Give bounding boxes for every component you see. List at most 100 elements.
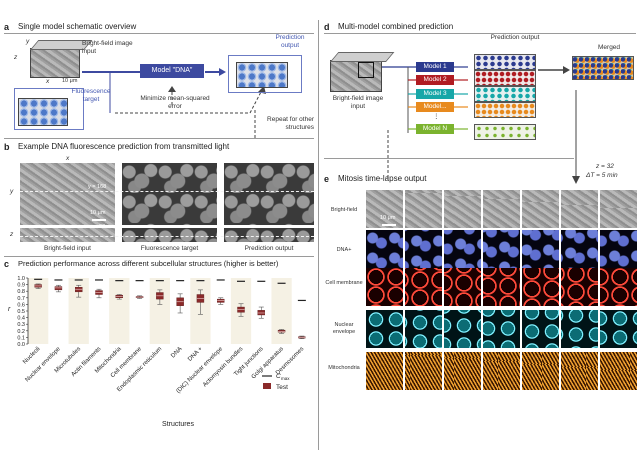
fl-target-volume bbox=[18, 98, 68, 126]
timelapse-tile bbox=[561, 230, 598, 268]
timelapse-tile bbox=[600, 268, 637, 306]
test-box bbox=[54, 286, 63, 291]
y-tick-label: 0.5 bbox=[17, 309, 25, 315]
panel-b-letter: b bbox=[4, 142, 10, 152]
timelapse-tile bbox=[561, 190, 598, 228]
model-2-box: Model 2 bbox=[416, 75, 454, 85]
merged-label: Merged bbox=[598, 44, 621, 51]
merge-arrow bbox=[538, 66, 570, 74]
timelapse-tile bbox=[600, 190, 637, 228]
category-band bbox=[28, 278, 49, 344]
legend-test-label: Test bbox=[276, 384, 288, 391]
row-label-bright-field: Bright-field bbox=[330, 207, 358, 213]
timelapse-tile bbox=[405, 268, 442, 306]
timelapse-tile bbox=[444, 310, 481, 348]
prediction-output-label-a: Prediction output bbox=[275, 34, 305, 49]
timelapse-tile bbox=[366, 310, 403, 348]
timelapse-tile bbox=[444, 352, 481, 390]
caption-bf-input: Bright-field input bbox=[44, 245, 91, 252]
axis-x-label: x bbox=[46, 78, 50, 85]
test-box bbox=[257, 310, 265, 316]
axis-z-label: z bbox=[14, 54, 18, 61]
model-1-box: Model 1 bbox=[416, 62, 454, 72]
category-band bbox=[149, 278, 170, 344]
category-band bbox=[68, 278, 89, 344]
bf-input-label-d: Bright-field image input bbox=[332, 95, 384, 110]
panel-a-letter: a bbox=[4, 22, 10, 32]
y-tick-label: 0.7 bbox=[17, 296, 25, 302]
legend-cmax-subscript: max bbox=[281, 376, 290, 381]
timelapse-tile bbox=[522, 310, 559, 348]
model-fanout-lines bbox=[382, 66, 468, 133]
timelapse-tile bbox=[444, 230, 481, 268]
timelapse-tile bbox=[483, 190, 520, 228]
panel-b-axis-y: y bbox=[10, 188, 14, 195]
repeat-label: Repeat for other structures bbox=[267, 116, 314, 131]
timelapse-tile bbox=[366, 230, 403, 268]
pred-layer-3 bbox=[474, 86, 536, 102]
y-tick-label: 0.0 bbox=[17, 342, 25, 348]
dt-label-d: ΔT = 5 min bbox=[586, 172, 618, 179]
panel-d-title: Multi-model combined prediction bbox=[338, 22, 454, 31]
timelapse-tile bbox=[561, 352, 598, 390]
panel-c-title: Prediction performance across different … bbox=[18, 259, 279, 268]
scale-label-b: 10 μm bbox=[90, 210, 106, 216]
pred-layer-2 bbox=[474, 70, 536, 86]
fl-target-label: Fluorescence target bbox=[71, 88, 111, 103]
model-3-box: Model 3 bbox=[416, 89, 454, 99]
test-box bbox=[277, 329, 286, 333]
z-label-d: z = 32 bbox=[596, 163, 614, 170]
x-axis-label: Structures bbox=[162, 421, 194, 428]
legend-test-swatch bbox=[263, 383, 271, 389]
panel-c-letter: c bbox=[4, 259, 10, 269]
prediction-output-image bbox=[224, 163, 314, 225]
y-slice-label: y = 168 bbox=[88, 184, 107, 190]
timelapse-tile bbox=[405, 310, 442, 348]
category-label: Nuclear envelope bbox=[25, 346, 63, 384]
timelapse-tile bbox=[366, 352, 403, 390]
y-tick-label: 0.6 bbox=[17, 302, 25, 308]
timelapse-tile bbox=[522, 230, 559, 268]
bf-input-volume-d bbox=[330, 60, 382, 92]
timelapse-tile bbox=[405, 190, 442, 228]
timelapse-tile bbox=[522, 352, 559, 390]
legend-cmax-label: C bbox=[276, 373, 281, 380]
fluorescence-target-z-slice bbox=[122, 228, 217, 242]
pred-layer-4 bbox=[474, 102, 536, 118]
model-etc-box: Model... bbox=[416, 102, 454, 112]
caption-fluorescence-target: Fluorescence target bbox=[140, 245, 199, 252]
y-tick-label: 0.4 bbox=[17, 316, 25, 322]
panel-d-letter: d bbox=[324, 22, 330, 32]
y-tick-label: 0.8 bbox=[17, 289, 25, 295]
bf-input-z-slice bbox=[20, 228, 115, 242]
panel-b-axis-x: x bbox=[66, 155, 70, 162]
test-box bbox=[217, 298, 225, 303]
row-label-nuclear-envelope: Nuclear envelope bbox=[332, 322, 356, 335]
timelapse-tile bbox=[366, 190, 403, 228]
bf-input-image bbox=[20, 163, 115, 225]
pred-layer-1 bbox=[474, 54, 536, 70]
axis-y-label: y bbox=[26, 38, 30, 45]
test-box bbox=[75, 287, 83, 293]
performance-box-chart: 0.00.10.20.30.40.50.60.70.80.91.0rNucleo… bbox=[8, 276, 306, 428]
minimize-label: Minimize mean-squared error bbox=[140, 95, 210, 110]
timelapse-tile bbox=[444, 268, 481, 306]
timelapse-tile bbox=[600, 230, 637, 268]
category-label: Nucleoli bbox=[22, 346, 41, 365]
panel-d-dashed-arrows bbox=[387, 90, 580, 184]
timelapse-tile bbox=[600, 310, 637, 348]
y-tick-label: 0.9 bbox=[17, 283, 25, 289]
timelapse-tile bbox=[561, 268, 598, 306]
timelapse-tile bbox=[444, 190, 481, 228]
prediction-output-label-d: Prediction output bbox=[490, 34, 540, 41]
panel-b-axis-z: z bbox=[10, 231, 14, 238]
y-tick-label: 1.0 bbox=[17, 276, 25, 282]
timelapse-tile bbox=[483, 352, 520, 390]
panel-e-title: Mitosis time-lapse output bbox=[338, 174, 427, 183]
timelapse-tile bbox=[483, 268, 520, 306]
merged-volume bbox=[572, 56, 634, 80]
panel-a-title: Single model schematic overview bbox=[18, 22, 137, 31]
timelapse-tile bbox=[483, 230, 520, 268]
category-label: DNA bbox=[170, 346, 183, 359]
timelapse-tile bbox=[600, 352, 637, 390]
